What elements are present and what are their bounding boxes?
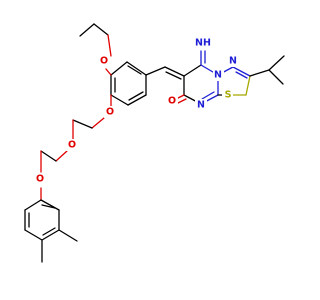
bond: [72, 119, 93, 129]
bond: [128, 91, 144, 101]
atom-label-s: S: [225, 90, 232, 101]
bond: [40, 199, 60, 211]
bond: [55, 150, 68, 162]
aryl-ether-oxygen: O: [104, 106, 116, 118]
atom-label-layer: NH N N N S O O O: [34, 37, 238, 185]
bond: [105, 68, 112, 76]
chain-oxygen-2: O: [34, 173, 46, 185]
bond: [245, 75, 251, 96]
bond: [249, 69, 270, 77]
bond: [91, 117, 105, 129]
imine-nitrogen: NH: [195, 37, 211, 49]
bond: [268, 69, 284, 85]
atom-label-o: O: [106, 107, 114, 118]
bond: [24, 199, 42, 211]
bond: [165, 71, 182, 80]
bond: [107, 34, 112, 57]
bond: [41, 204, 56, 209]
bond: [232, 66, 251, 77]
bond: [58, 229, 78, 242]
bond: [110, 61, 128, 76]
bond: [201, 91, 215, 100]
structure-canvas: NH N N N S O O O: [24, 23, 285, 263]
bond: [145, 66, 166, 76]
atom-label-n: N: [229, 56, 237, 67]
atom-label-nh: NH: [195, 38, 211, 49]
bond: [24, 229, 43, 241]
bond: [40, 150, 57, 162]
bond: [177, 98, 187, 104]
bond: [93, 23, 109, 36]
atom-label-o: O: [68, 140, 76, 151]
ethoxy-oxygen: O: [98, 55, 110, 67]
atom-label-n: N: [214, 70, 222, 81]
bond-layer: [24, 23, 285, 263]
atom-label-n: N: [197, 100, 205, 111]
bond: [268, 55, 285, 71]
bond: [164, 66, 185, 77]
molecule-structure: NH N N N S O O O: [24, 23, 285, 263]
bond: [42, 227, 56, 236]
bond: [127, 94, 147, 106]
bond: [41, 229, 60, 241]
carbonyl-oxygen: O: [166, 95, 178, 107]
bond: [183, 64, 202, 77]
bond: [177, 94, 185, 99]
thiadiazole-sulfur: S: [222, 89, 233, 101]
bond: [110, 94, 129, 106]
bond: [127, 65, 142, 75]
ring-nitrogen-bottom: N: [195, 99, 207, 111]
atom-label-o: O: [168, 96, 176, 107]
atom-label-o: O: [100, 56, 108, 67]
ring-nitrogen-top: N: [227, 55, 238, 67]
chain-oxygen-1: O: [66, 139, 78, 151]
atom-label-o: O: [36, 174, 44, 185]
bond: [235, 71, 248, 79]
bond: [126, 61, 147, 76]
ring-nitrogen-left: N: [213, 69, 224, 81]
bond: [79, 23, 95, 37]
